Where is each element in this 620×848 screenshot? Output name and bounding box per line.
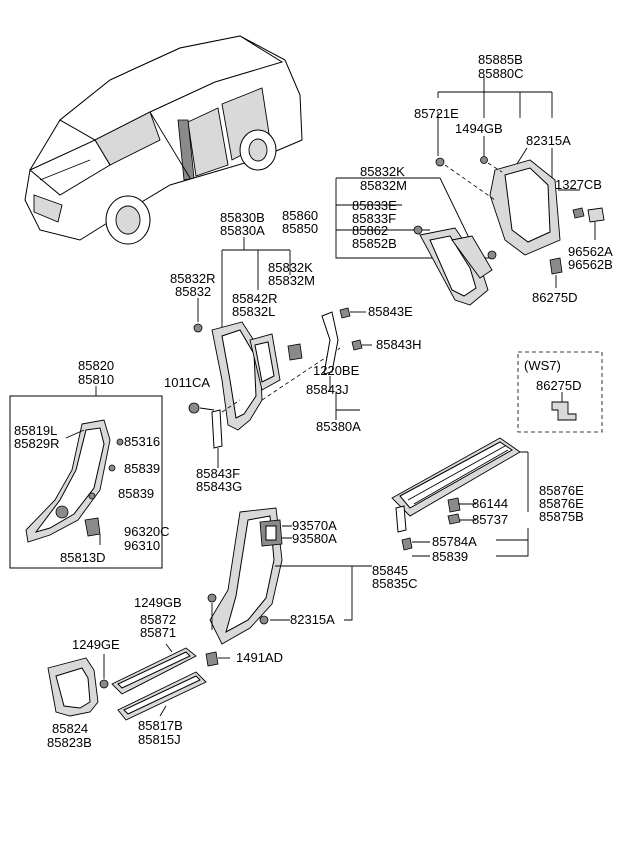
- part-labels: 85885B 85880C 85721E 1494GB 82315A 1327C…: [14, 52, 613, 750]
- label-85832M-a: 85832M: [360, 178, 407, 193]
- label-85842R: 85842R: [232, 291, 278, 306]
- center-pillar-bracket: [321, 307, 372, 420]
- label-1011CA: 1011CA: [164, 375, 210, 390]
- label-85876E-b: 85876E: [539, 496, 584, 511]
- label-1220BE: 1220BE: [313, 363, 360, 378]
- label-85835C: 85835C: [372, 576, 418, 591]
- label-1249GE: 1249GE: [72, 637, 120, 652]
- label-85832L: 85832L: [232, 304, 275, 319]
- label-85880C: 85880C: [478, 66, 524, 81]
- label-85815J: 85815J: [138, 732, 181, 747]
- label-93580A: 93580A: [292, 531, 337, 546]
- label-82315A-bot: 82315A: [290, 612, 335, 627]
- label-85843E: 85843E: [368, 304, 413, 319]
- label-85823B: 85823B: [47, 735, 92, 750]
- label-85872: 85872: [140, 612, 176, 627]
- label-85784A: 85784A: [432, 534, 477, 549]
- label-85862: 85862: [352, 223, 388, 238]
- label-85852B: 85852B: [352, 236, 397, 251]
- label-85737: 85737: [472, 512, 508, 527]
- lower-center-pillar: [207, 507, 372, 645]
- label-85860: 85860: [282, 208, 318, 223]
- label-85885B: 85885B: [478, 52, 523, 67]
- label-85829R: 85829R: [14, 436, 60, 451]
- label-85839-c: 85839: [432, 549, 468, 564]
- label-85832: 85832: [175, 284, 211, 299]
- label-1491AD: 1491AD: [236, 650, 283, 665]
- c-pillar-trim: [335, 177, 497, 306]
- label-86275D-b: 86275D: [536, 378, 582, 393]
- label-85843J: 85843J: [306, 382, 349, 397]
- label-85845: 85845: [372, 563, 408, 578]
- label-85839-b: 85839: [118, 486, 154, 501]
- label-85832M-b: 85832M: [268, 273, 315, 288]
- label-85833F: 85833F: [352, 211, 396, 226]
- label-96310: 96310: [124, 538, 160, 553]
- label-85721E: 85721E: [414, 106, 459, 121]
- label-85813D: 85813D: [60, 550, 106, 565]
- label-85830A: 85830A: [220, 223, 265, 238]
- label-93570A: 93570A: [292, 518, 337, 533]
- label-85871: 85871: [140, 625, 176, 640]
- label-85810: 85810: [78, 372, 114, 387]
- a-pillar-trim: [9, 386, 163, 569]
- label-1327CB: 1327CB: [555, 177, 602, 192]
- pillar-fastener: [188, 399, 241, 468]
- label-82315A-top: 82315A: [526, 133, 571, 148]
- kick-panel: [47, 654, 109, 717]
- label-85817B: 85817B: [138, 718, 183, 733]
- label-85843G: 85843G: [196, 479, 242, 494]
- front-door-scuff: [111, 643, 230, 721]
- label-96562B: 96562B: [568, 257, 613, 272]
- label-96320C: 96320C: [124, 524, 170, 539]
- label-85850: 85850: [282, 221, 318, 236]
- label-85316: 85316: [124, 434, 160, 449]
- label-1249GB: 1249GB: [134, 595, 182, 610]
- label-85832K-a: 85832K: [360, 164, 405, 179]
- label-85832K-b: 85832K: [268, 260, 313, 275]
- label-85839-a: 85839: [124, 461, 160, 476]
- label-85843F: 85843F: [196, 466, 240, 481]
- label-85380A: 85380A: [316, 419, 361, 434]
- ws7-box: [517, 351, 603, 433]
- label-85833E-a: 85833E: [352, 198, 397, 213]
- quarter-trim-upper: [435, 77, 605, 288]
- label-86144: 86144: [472, 496, 508, 511]
- label-1494GB: 1494GB: [455, 121, 503, 136]
- label-86275D-a: 86275D: [532, 290, 578, 305]
- label-85843H: 85843H: [376, 337, 422, 352]
- label-85819L: 85819L: [14, 423, 57, 438]
- label-WS7: (WS7): [524, 358, 561, 373]
- b-pillar-trim: [193, 237, 341, 431]
- label-85875B: 85875B: [539, 509, 584, 524]
- label-85832R: 85832R: [170, 271, 216, 286]
- label-85830B: 85830B: [220, 210, 265, 225]
- label-85820: 85820: [78, 358, 114, 373]
- label-85876E-a: 85876E: [539, 483, 584, 498]
- rear-door-scuff: [391, 437, 529, 557]
- label-85824: 85824: [52, 721, 88, 736]
- vehicle-illustration: [24, 35, 303, 245]
- label-96562A: 96562A: [568, 244, 613, 259]
